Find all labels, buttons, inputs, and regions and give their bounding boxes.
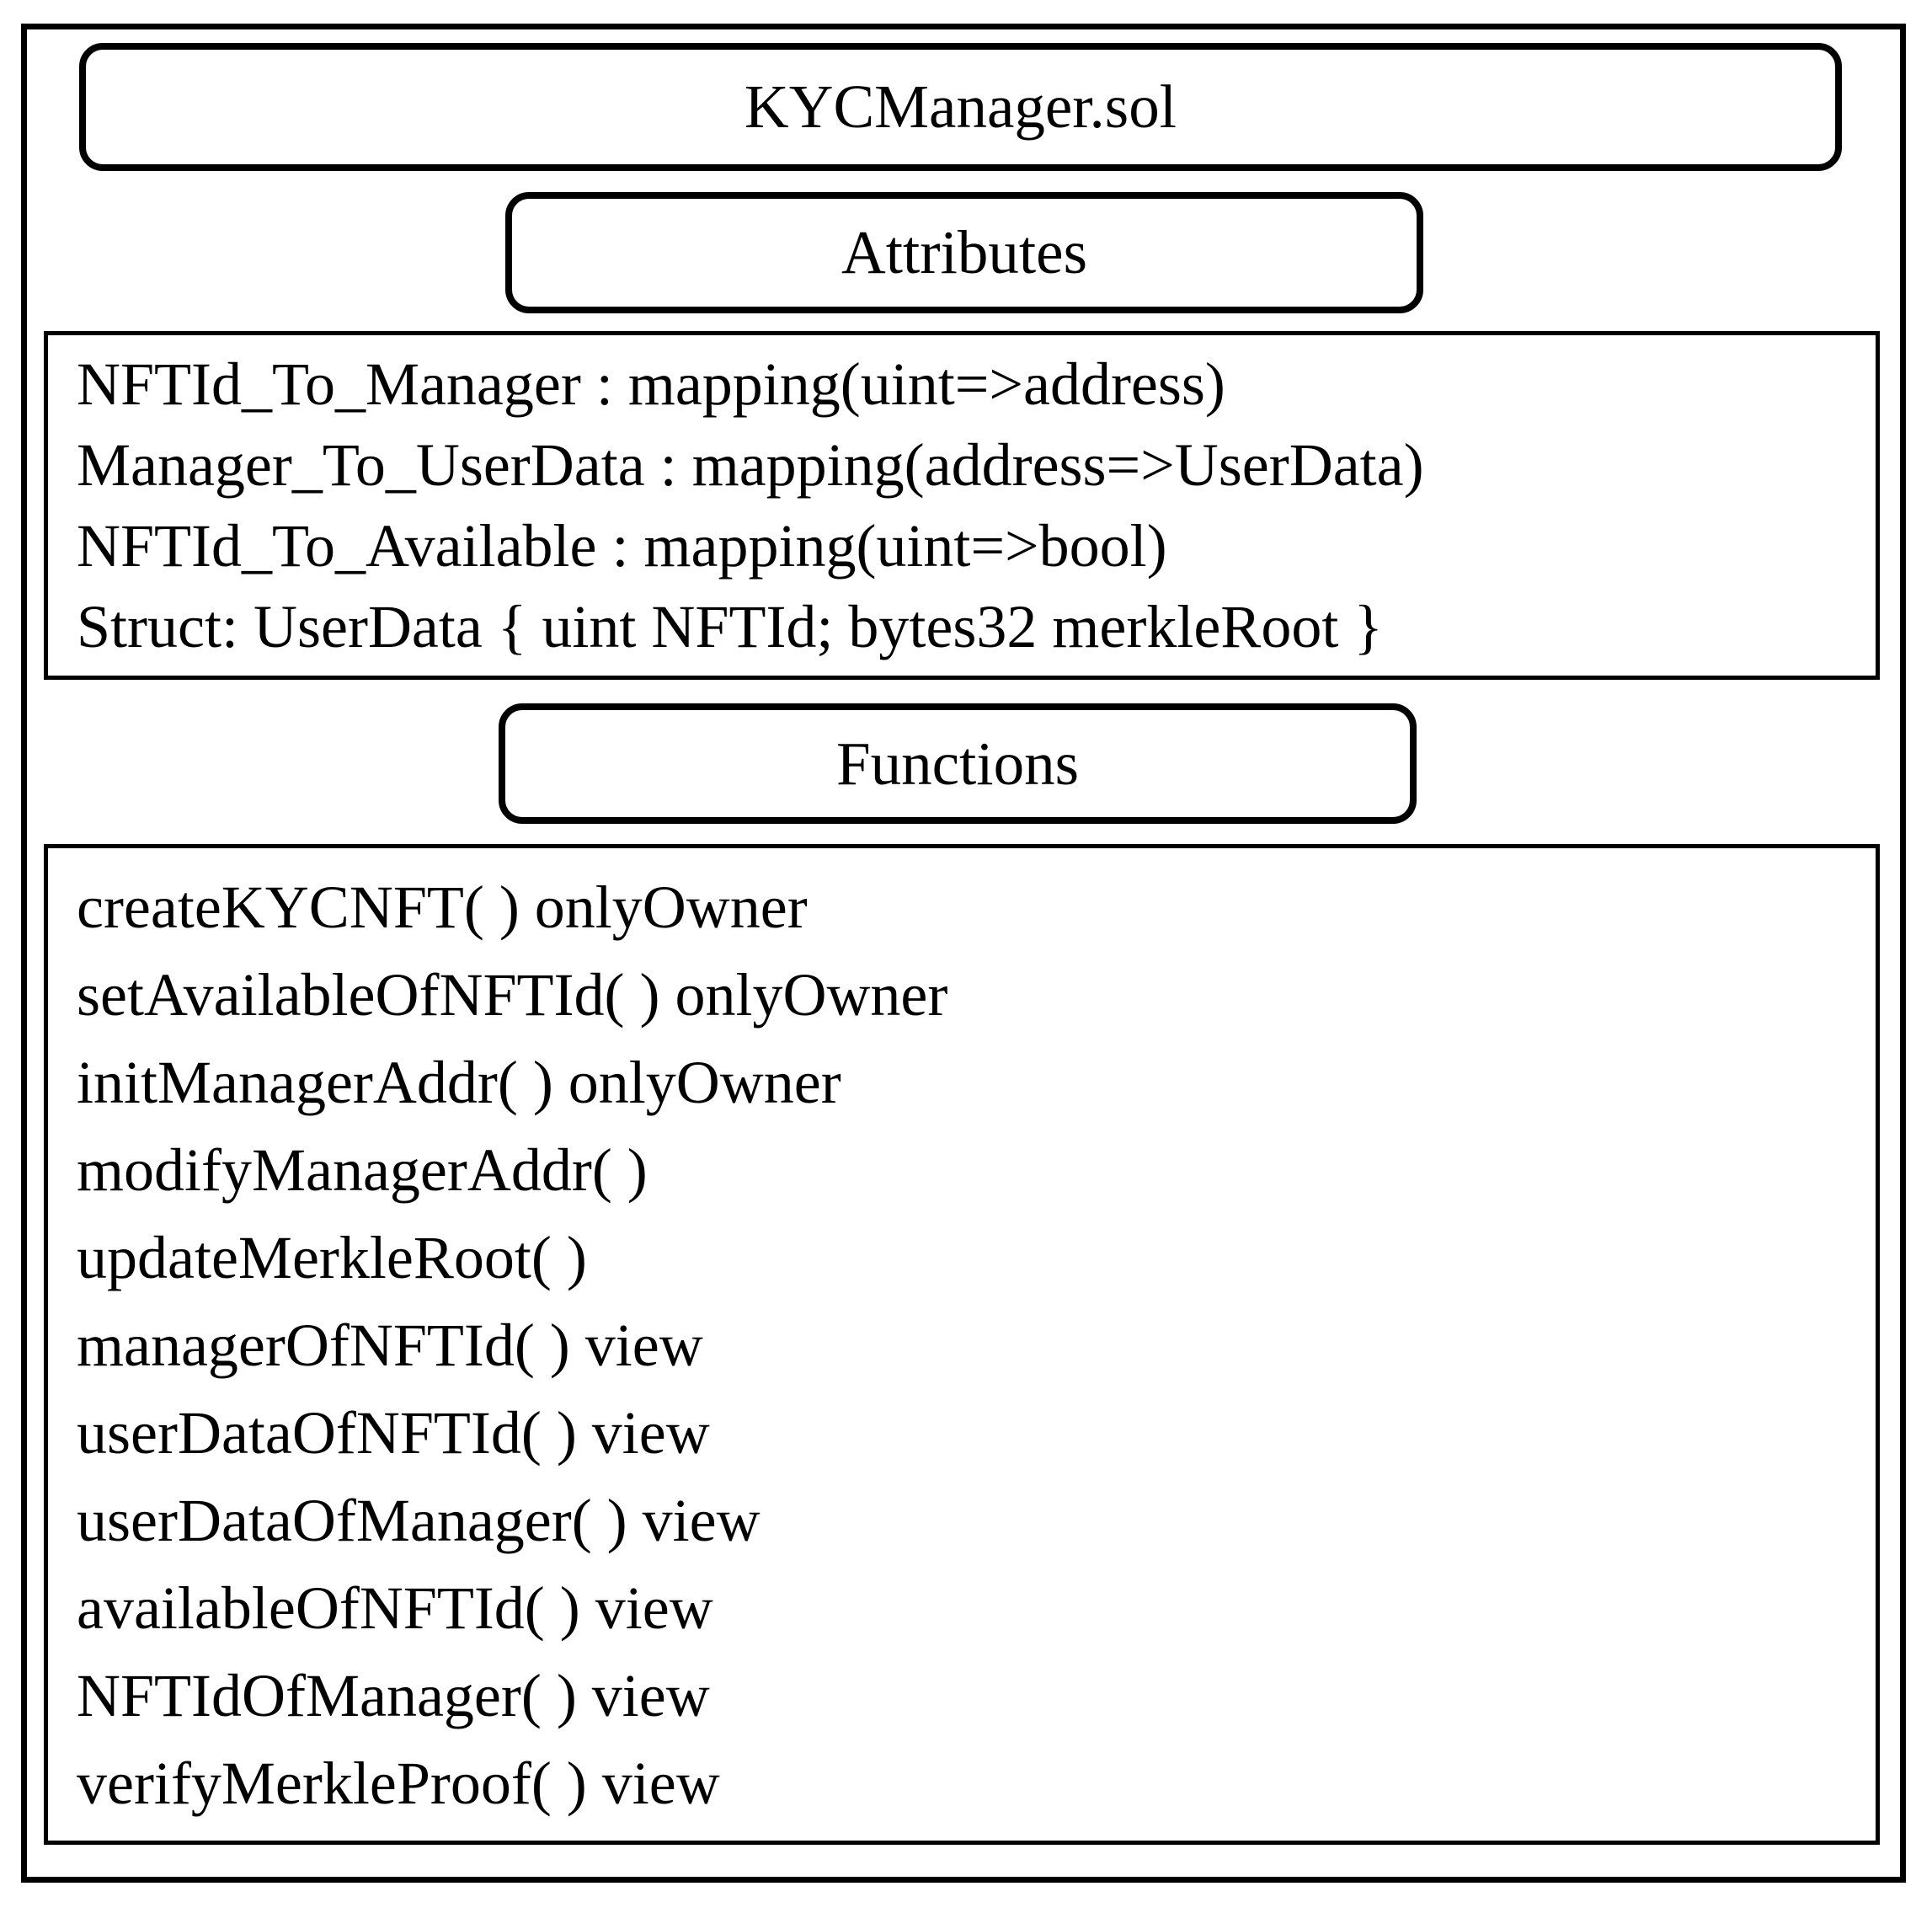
attributes-list: NFTId_To_Manager : mapping(uint=>address… <box>44 331 1880 680</box>
attribute-line: NFTId_To_Manager : mapping(uint=>address… <box>77 350 1225 418</box>
functions-list: createKYCNFT( ) onlyOwner setAvailableOf… <box>44 844 1880 1845</box>
function-line: initManagerAddr( ) onlyOwner <box>77 1049 841 1116</box>
function-line: managerOfNFTId( ) view <box>77 1312 703 1379</box>
attribute-line: Struct: UserData { uint NFTId; bytes32 m… <box>77 593 1383 660</box>
function-line: NFTIdOfManager( ) view <box>77 1662 710 1729</box>
function-line: verifyMerkleProof( ) view <box>77 1750 720 1817</box>
attribute-line: NFTId_To_Available : mapping(uint=>bool) <box>77 512 1167 580</box>
attributes-header-label: Attributes <box>841 218 1087 286</box>
contract-title-box: KYCManager.sol <box>79 43 1842 171</box>
functions-header-box: Functions <box>499 703 1417 824</box>
function-line: availableOfNFTId( ) view <box>77 1574 713 1642</box>
contract-title: KYCManager.sol <box>745 72 1177 141</box>
attribute-line: Manager_To_UserData : mapping(address=>U… <box>77 431 1424 499</box>
attributes-header-box: Attributes <box>505 192 1423 313</box>
function-line: updateMerkleRoot( ) <box>77 1224 587 1291</box>
function-line: modifyManagerAddr( ) <box>77 1136 648 1204</box>
functions-header-label: Functions <box>836 729 1079 798</box>
function-line: createKYCNFT( ) onlyOwner <box>77 874 808 941</box>
function-line: userDataOfManager( ) view <box>77 1487 761 1554</box>
function-line: userDataOfNFTId( ) view <box>77 1399 710 1467</box>
function-line: setAvailableOfNFTId( ) onlyOwner <box>77 961 948 1029</box>
